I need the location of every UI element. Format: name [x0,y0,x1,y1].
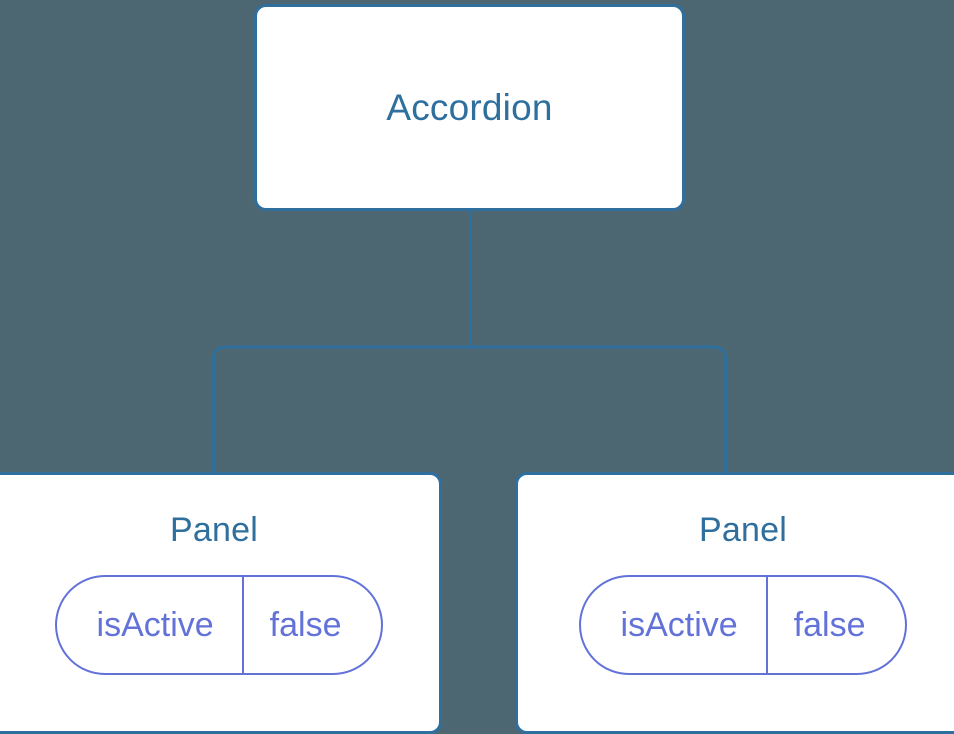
node-panel-0-label: Panel [170,511,258,549]
connector-branch-bus [212,345,727,472]
node-panel-1-prop-key: isActive [581,577,768,673]
node-panel-0-prop-value: false [269,606,342,644]
node-panel-0-prop-pill[interactable]: isActive false [54,575,384,675]
node-panel-1-prop-value: false [793,606,866,644]
node-panel-0-prop-key: isActive [57,577,244,673]
node-panel-1-prop-pill[interactable]: isActive false [578,575,908,675]
node-accordion-label: Accordion [386,87,553,128]
node-panel-1-label: Panel [699,511,787,549]
node-accordion[interactable]: Accordion [254,4,685,211]
node-panel-1[interactable]: Panel isActive false [515,472,954,734]
node-panel-0[interactable]: Panel isActive false [0,472,442,734]
